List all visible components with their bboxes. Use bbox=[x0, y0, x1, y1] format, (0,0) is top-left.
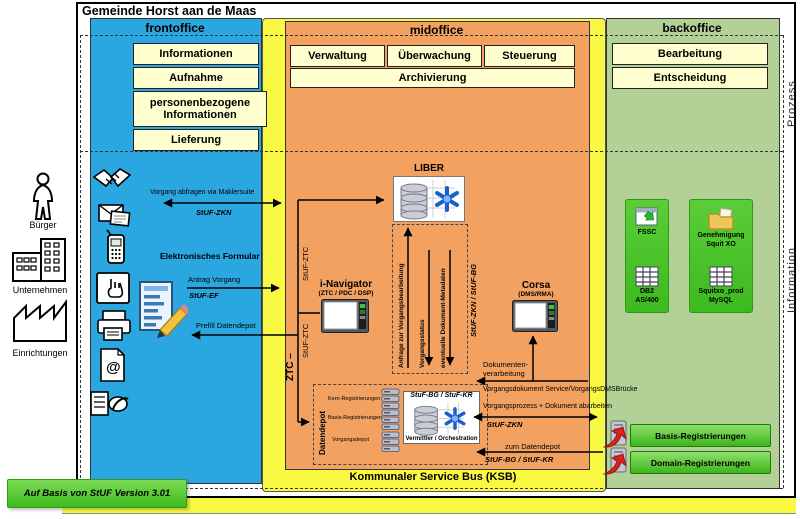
app-squitxo: Squitxo_prod MySQL bbox=[698, 266, 744, 305]
inavigator-sub-label: (ZTC / PDC / DSP) bbox=[318, 290, 374, 297]
factory-icon bbox=[13, 299, 67, 342]
server-stack-icon bbox=[381, 388, 400, 409]
actor-einrichtungen-label: Einrichtungen bbox=[12, 348, 68, 358]
table-grid-icon bbox=[709, 266, 733, 287]
app-squitxo-label-2: MySQL bbox=[708, 296, 734, 304]
app-genehmigung-label-1: Genehmigung bbox=[697, 232, 745, 239]
flow-antrag-protocol: StUF-EF bbox=[189, 291, 219, 300]
table-grid-icon bbox=[635, 266, 659, 287]
backoffice-panel-fssc: FSSC DB2 AS/400 bbox=[625, 199, 669, 313]
buildings-icon bbox=[12, 238, 66, 282]
flow-antrag-label: Antrag Vorgang bbox=[188, 275, 241, 284]
server-sync-icon bbox=[602, 420, 627, 448]
formular-label: Elektronisches Formular bbox=[160, 251, 260, 261]
front-box-lieferung: Lieferung bbox=[133, 129, 259, 151]
mid-box-verwaltung: Verwaltung bbox=[290, 45, 385, 67]
handshake-icon bbox=[93, 168, 131, 188]
at-glyph: @ bbox=[106, 359, 121, 376]
corridor-label-metadaten: eventuelle Dokument-Metadaten bbox=[440, 268, 447, 368]
depot-row-vorgang: Vorgangsdepot bbox=[332, 437, 370, 443]
app-db2-label-2: AS/400 bbox=[635, 296, 659, 304]
fax-icon bbox=[90, 391, 129, 416]
email-document-icon: @ bbox=[100, 348, 125, 382]
information-band-label: Information bbox=[786, 246, 798, 313]
app-fssc-label: FSSC bbox=[637, 229, 657, 236]
doku-label-1: Dokumenten- bbox=[483, 360, 529, 369]
app-db2: DB2 AS/400 bbox=[635, 266, 659, 305]
depot-row-kern: Kern-Registrierungen bbox=[328, 396, 381, 402]
corridor-label-anfrage: Anfrage zur Vorgangsbearbeitung bbox=[398, 263, 405, 368]
front-box-informationen: Informationen bbox=[133, 43, 259, 65]
front-box-personenbezogene: personenbezogene Informationen bbox=[133, 91, 267, 127]
corridor-label-status: Vorgangsstatus bbox=[419, 319, 426, 368]
flow-prefill-label: Prefill Datendepot bbox=[196, 321, 256, 330]
ztc-label: ZTC – bbox=[285, 353, 296, 381]
server-stack-icon bbox=[381, 431, 400, 452]
midoffice-header: midoffice bbox=[409, 23, 464, 37]
touchscreen-icon bbox=[96, 272, 130, 304]
footer-note: Auf Basis von StUF Version 3.01 bbox=[7, 479, 187, 508]
band-left-line bbox=[80, 35, 81, 488]
frontoffice-header: frontoffice bbox=[145, 21, 205, 35]
vorgangsprozess-label: Vorgangsprozess + Dokument abarbeiten bbox=[483, 403, 612, 410]
front-box-aufnahme: Aufnahme bbox=[133, 67, 259, 89]
information-band-top-line bbox=[80, 151, 783, 152]
corridor-box bbox=[392, 224, 468, 374]
doku-label-2: verarbeitung bbox=[483, 369, 525, 378]
vermittler-database-icon bbox=[414, 402, 466, 436]
basis-registrierungen-box: Basis-Registrierungen bbox=[630, 424, 771, 447]
liber-database-icon bbox=[393, 176, 465, 222]
flow-maklersuite-label: Vorgang abfragen via Maklersuite bbox=[150, 189, 255, 196]
liber-label: LIBER bbox=[414, 163, 444, 174]
actor-buerger-label: Bürger bbox=[29, 220, 57, 230]
vorgangsprozess-protocol: StUF-ZKN bbox=[487, 420, 523, 429]
server-stack-icon bbox=[381, 409, 400, 430]
stuf-ztc-lower-label: StUF-ZTC bbox=[301, 323, 310, 358]
diagram-title: Gemeinde Horst aan de Maas bbox=[82, 4, 257, 18]
mid-box-steuerung: Steuerung bbox=[484, 45, 575, 67]
corsa-sub-label: (DMS/RMA) bbox=[518, 291, 554, 298]
back-box-bearbeitung: Bearbeitung bbox=[612, 43, 768, 65]
mid-box-archivierung: Archivierung bbox=[290, 68, 575, 88]
zum-datendepot-protocol: StUF-BG / StUF-KR bbox=[485, 455, 554, 464]
inavigator-label: i-Navigator bbox=[319, 279, 373, 290]
domain-registrierungen-box: Domain-Registrierungen bbox=[630, 451, 771, 474]
datendepot-label: Datendepot bbox=[318, 411, 327, 455]
mobile-phone-icon bbox=[106, 229, 125, 264]
app-genehmigung: Genehmigung Squit XO bbox=[697, 207, 745, 249]
vermittler-protocol-label: StuF-BG / StuF-KR bbox=[410, 392, 473, 399]
flow-maklersuite-protocol: StUF-ZKN bbox=[196, 208, 232, 217]
corridor-right-protocol: StUF-ZKN / StUF-BG bbox=[469, 264, 478, 337]
vermittler-label: Vermittler / Orchestration bbox=[405, 436, 478, 442]
inavigator-screen-icon bbox=[321, 299, 369, 333]
backoffice-panel-squit: Genehmigung Squit XO Squitxo_prod MySQL bbox=[689, 199, 753, 313]
band-right-line bbox=[783, 35, 784, 488]
depot-row-basis: Basis-Registrierungen bbox=[328, 415, 383, 421]
person-icon bbox=[32, 172, 54, 220]
mid-box-ueberwachung: Überwachung bbox=[387, 45, 482, 67]
datendepot-box bbox=[313, 384, 488, 465]
prozess-band-top-line bbox=[80, 35, 783, 36]
corsa-label: Corsa bbox=[521, 280, 551, 291]
vorgangsdokument-label: Vorgangsdokument Service/VorgangsDMSBrüc… bbox=[483, 386, 638, 393]
server-sync-icon bbox=[602, 447, 627, 475]
app-squitxo-label-1: Squitxo_prod bbox=[698, 287, 744, 295]
folder-icon bbox=[708, 207, 734, 230]
zum-datendepot-label: zum Datendepot bbox=[505, 442, 561, 451]
actor-unternehmen-label: Unternehmen bbox=[12, 285, 68, 295]
prozess-band-label: Prozess bbox=[786, 80, 798, 127]
backoffice-header: backoffice bbox=[662, 21, 722, 35]
corsa-screen-icon bbox=[512, 300, 558, 332]
app-db2-label-1: DB2 bbox=[639, 287, 654, 295]
app-genehmigung-label-2: Squit XO bbox=[706, 241, 736, 249]
back-box-entscheidung: Entscheidung bbox=[612, 67, 768, 89]
printer-icon bbox=[97, 310, 131, 341]
information-band-bottom-line bbox=[80, 488, 783, 489]
app-fssc: FSSC bbox=[635, 207, 659, 237]
stuf-ztc-upper-label: StUF-ZTC bbox=[301, 246, 310, 281]
form-pencil-icon bbox=[139, 281, 188, 338]
mail-icon bbox=[98, 204, 131, 227]
window-export-icon bbox=[635, 207, 658, 226]
bus-label: Kommunaler Service Bus (KSB) bbox=[349, 471, 517, 483]
